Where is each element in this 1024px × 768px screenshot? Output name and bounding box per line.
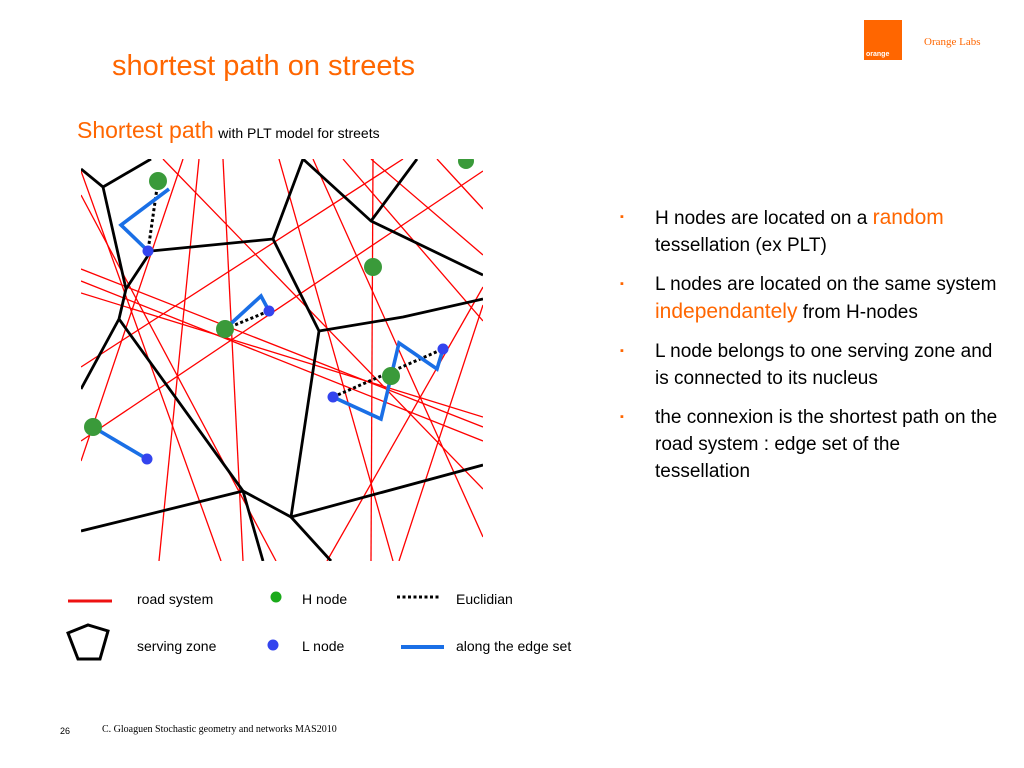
h-node [458, 159, 474, 169]
road-line [81, 268, 483, 428]
road-line [370, 159, 483, 256]
zone-edge [289, 516, 333, 561]
bullet-item: ▪ H nodes are located on a random tessel… [620, 204, 1000, 259]
l-node [142, 245, 154, 257]
zone-edge [81, 489, 244, 533]
h-node-swatch [270, 591, 282, 603]
road-line [162, 159, 483, 490]
footer-citation: C. Gloaguen Stochastic geometry and netw… [102, 724, 337, 735]
serving-zones [81, 159, 483, 561]
road-line [81, 159, 404, 368]
tessellation-diagram [81, 159, 483, 561]
l-node [327, 391, 339, 403]
bullet-text: H nodes are located on a [655, 208, 873, 229]
bullet-list: ▪ H nodes are located on a random tessel… [620, 204, 1000, 497]
bullet-text: tessellation (ex PLT) [655, 235, 827, 256]
shortest-path [223, 293, 271, 331]
road-line [398, 304, 483, 561]
bullet-accent-text: random [872, 206, 944, 229]
road-line [158, 159, 200, 561]
legend-euclidian: Euclidian [456, 591, 513, 607]
legend-h-node: H node [302, 591, 348, 607]
bullet-accent-text: independantely [655, 300, 798, 323]
bullet-item: ▪ the connexion is the shortest path on … [620, 404, 1000, 485]
bullet-text: L nodes are located on the same system [655, 274, 997, 295]
h-node [149, 172, 167, 190]
road-line [81, 292, 483, 418]
l-node [263, 305, 275, 317]
bullet-marker-icon: ▪ [620, 211, 624, 223]
bullet-item: ▪ L node belongs to one serving zone and… [620, 338, 1000, 392]
h-node [382, 367, 400, 385]
l-node [141, 453, 153, 465]
legend-l-node: L node [302, 638, 345, 654]
bullet-marker-icon: ▪ [620, 278, 624, 290]
bullet-marker-icon: ▪ [620, 345, 624, 357]
bullet-text: L node belongs to one serving zone and i… [655, 341, 993, 389]
h-node [84, 418, 102, 436]
euclidean-link [146, 180, 160, 252]
l-node-swatch [267, 639, 279, 651]
road-line [81, 280, 483, 442]
logo-word: orange [866, 51, 890, 58]
zone-edge [289, 330, 321, 518]
orange-logo: orange [864, 20, 902, 60]
road-line [81, 170, 222, 561]
zone-edge [117, 318, 483, 519]
l-nodes [141, 245, 449, 465]
edge-set-paths [92, 187, 445, 461]
shortest-path [332, 340, 445, 422]
euclidean-link [332, 347, 444, 399]
zone-edge [241, 490, 265, 561]
legend-road-system: road system [137, 591, 214, 607]
legend-symbols [66, 591, 444, 661]
road-line [81, 170, 483, 442]
subtitle: Shortest path with PLT model for streets [77, 117, 380, 144]
legend-serving-zone: serving zone [137, 638, 217, 654]
shortest-path [92, 425, 148, 461]
zone-edge [124, 159, 305, 290]
l-node [437, 343, 449, 355]
bullet-marker-icon: ▪ [620, 411, 624, 423]
zone-edge [271, 238, 483, 333]
bullet-text: the connexion is the shortest path on th… [655, 407, 998, 482]
road-line [436, 159, 483, 210]
bullet-text: from H-nodes [797, 302, 918, 323]
h-node [364, 258, 382, 276]
road-line [326, 286, 483, 561]
page-number: 26 [60, 726, 71, 736]
road-line [222, 159, 244, 561]
legend-edge-set: along the edge set [456, 638, 572, 654]
zone-edge [369, 159, 419, 222]
road-line [81, 159, 184, 462]
road-line [81, 194, 277, 561]
shortest-path [118, 187, 171, 253]
slide-title: shortest path on streets [112, 50, 416, 82]
h-nodes [84, 159, 474, 436]
subtitle-main: Shortest path [77, 117, 214, 143]
zone-edge [102, 159, 152, 189]
bullet-item: ▪ L nodes are located on the same system… [620, 271, 1000, 326]
serving-zone-swatch [66, 623, 110, 661]
brand-name: Orange Labs [924, 36, 981, 48]
h-node [216, 320, 234, 338]
subtitle-small: with PLT model for streets [218, 125, 380, 141]
